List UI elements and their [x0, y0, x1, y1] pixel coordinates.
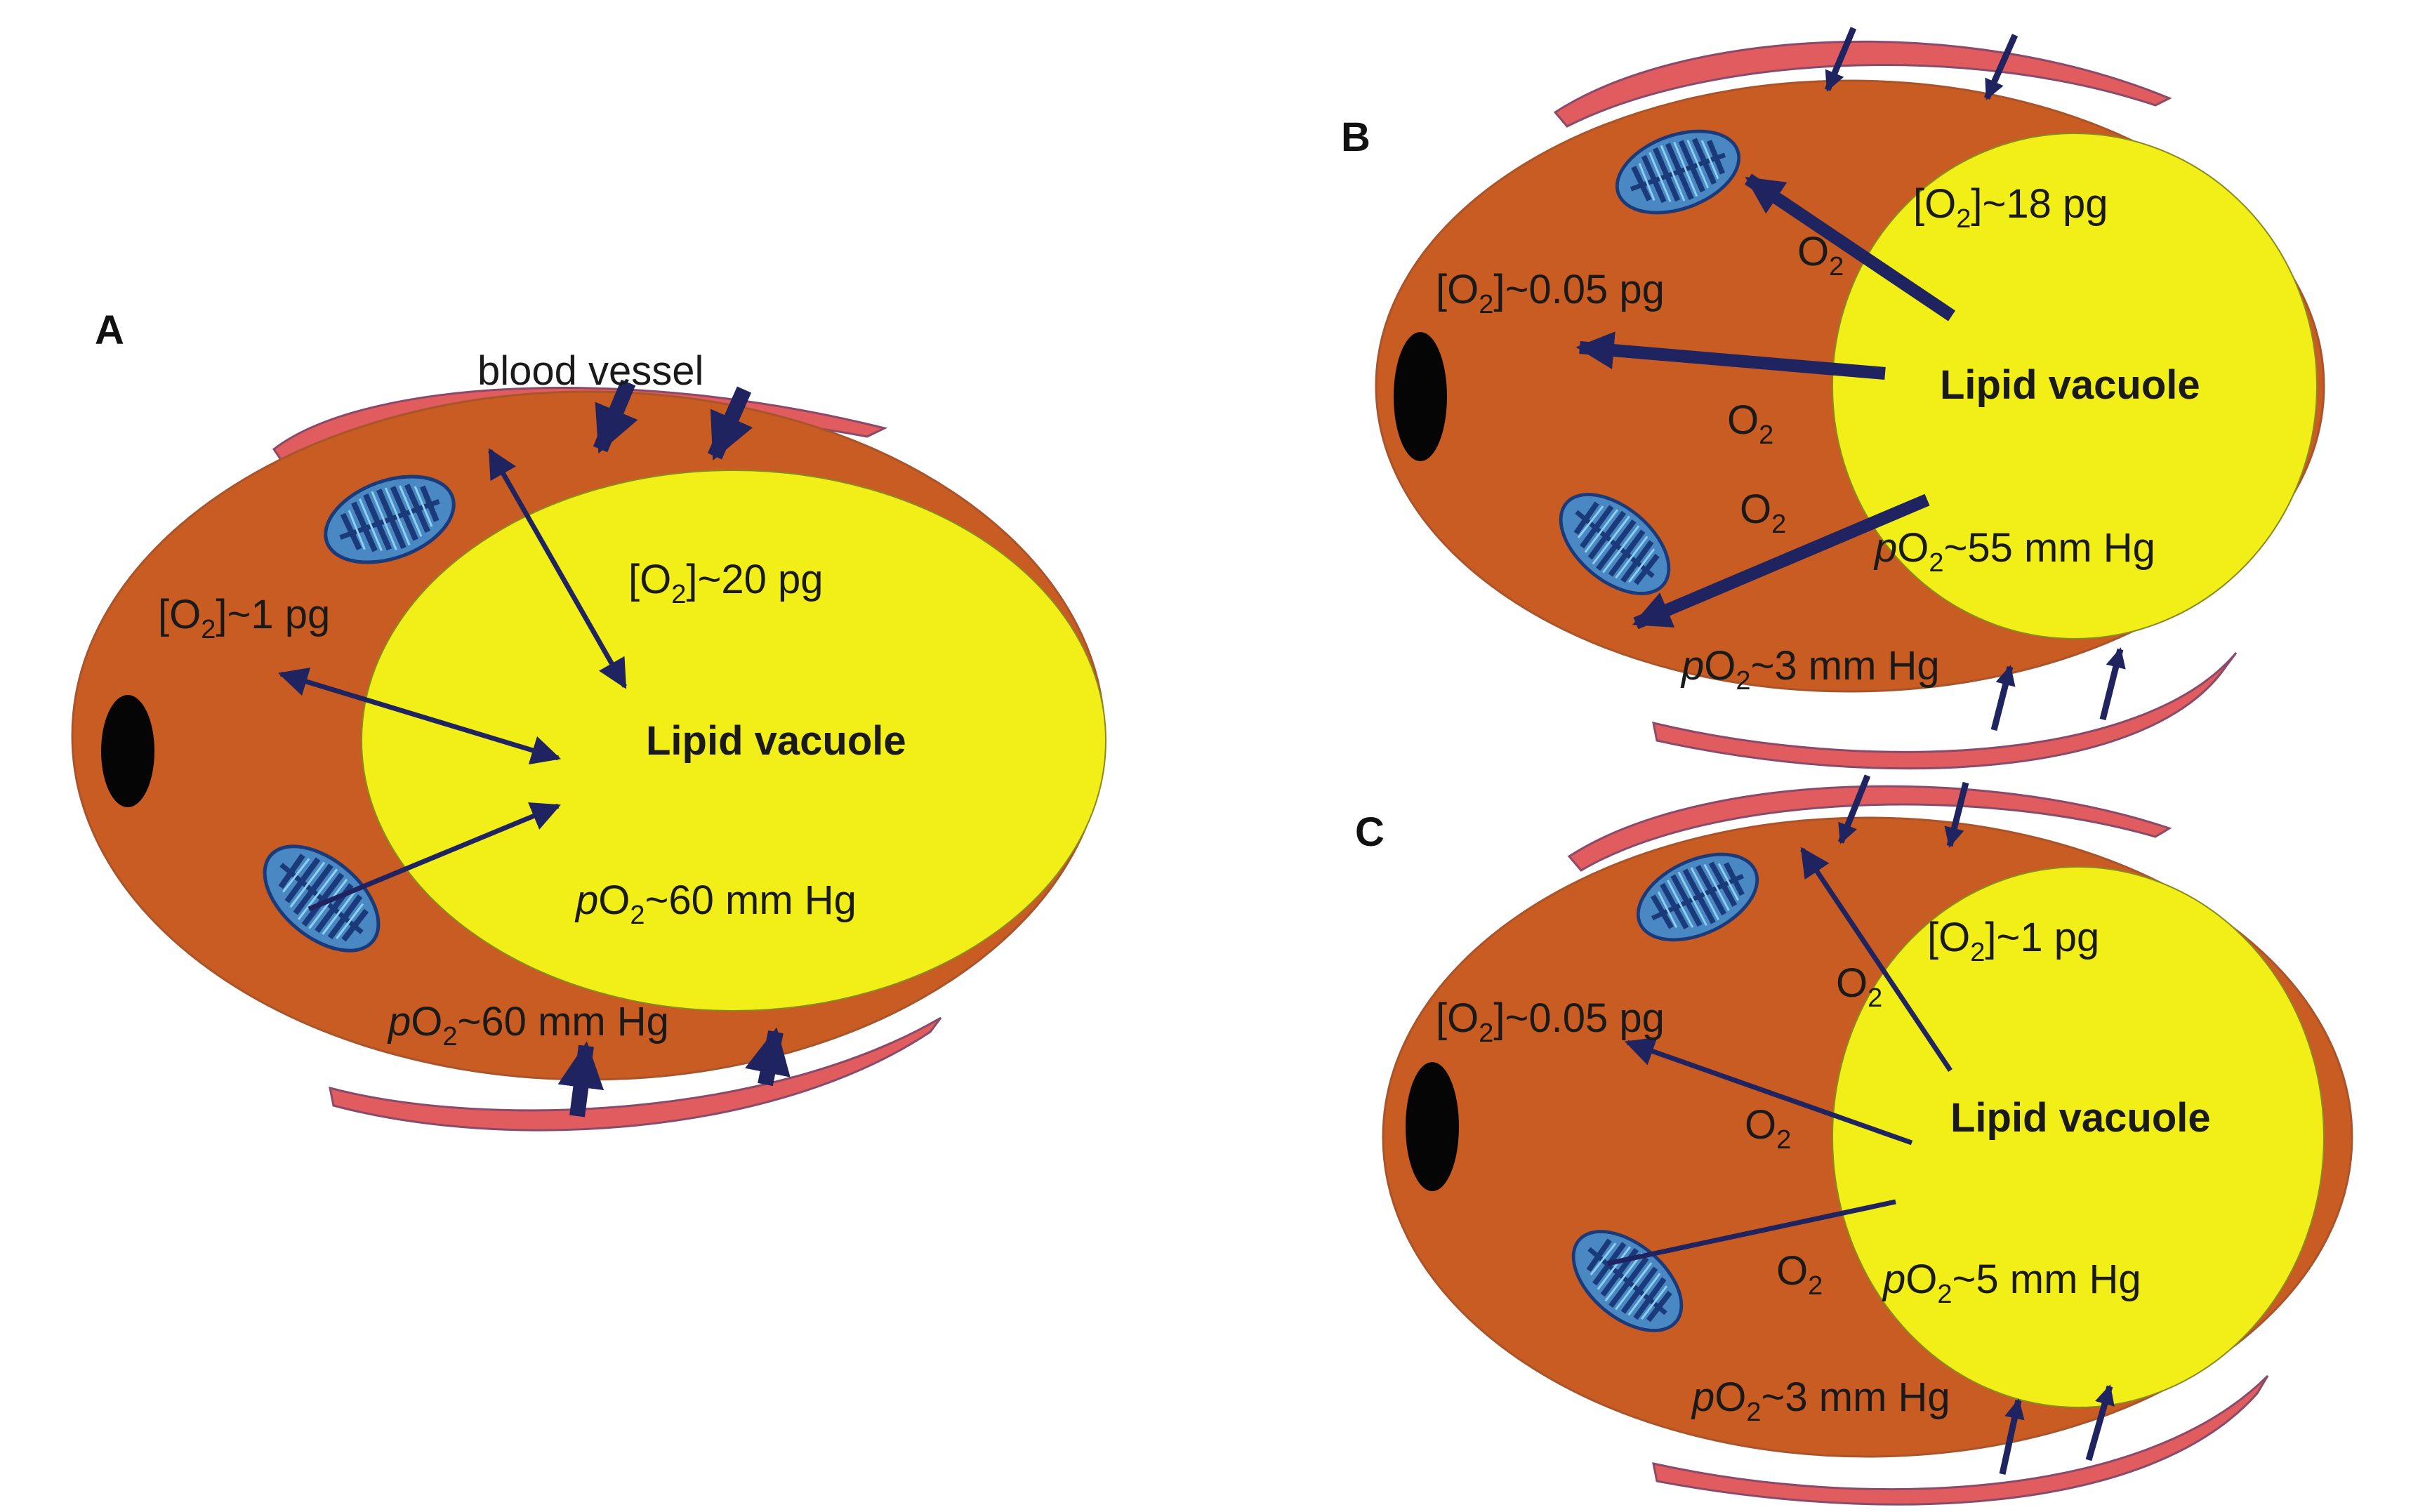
panel-c-letter: C: [1355, 809, 1385, 855]
arrow-b-vessel-up-1: [1990, 665, 2016, 731]
panel-b-letter: B: [1341, 114, 1370, 160]
arrow-a-vessel-in-1: [593, 379, 638, 454]
o2-label-c3: O2: [1776, 1248, 1823, 1301]
nucleus-b: [1394, 332, 1447, 461]
arrow-b-vessel-up-2: [2099, 647, 2126, 721]
cytoplasm-o2-concentration-b: [O2]~0.05 pg: [1436, 267, 1665, 319]
vacuole-po2-a: pO2~60 mm Hg: [574, 877, 857, 930]
vacuole-po2-c: pO2~5 mm Hg: [1882, 1256, 2141, 1309]
nucleus-a: [101, 695, 154, 807]
blood-vessel-bottom-c: [1652, 1374, 2269, 1506]
blood-vessel-bottom-b: [1652, 652, 2238, 770]
o2-label-b3: O2: [1740, 486, 1786, 539]
lipid-vacuole-label-a: Lipid vacuole: [646, 718, 906, 764]
arrow-c-vessel-up-2: [2085, 1384, 2115, 1461]
blood-vessel-top-c: [1567, 785, 2172, 872]
arrow-c-o2-to-nucleus: [1625, 1037, 1913, 1146]
vacuole-o2-concentration-b: [O2]~18 pg: [1913, 181, 2108, 234]
lipid-vacuole-b: [1832, 133, 2318, 639]
lipid-vacuole-c: [1832, 866, 2325, 1408]
arrow-b-o2-to-mito-1: [1744, 173, 1956, 321]
panel-b: B [O2]~18 pg [O2]~0.05 pg O2 Lipid vacuo…: [1341, 27, 2325, 770]
o2-label-b2: O2: [1727, 397, 1773, 450]
arrow-c-vessel-in-2: [1944, 781, 1969, 848]
o2-label-c2: O2: [1745, 1102, 1791, 1155]
arrow-a-vessel-up-1: [557, 1041, 604, 1118]
arrow-c-o2-to-mito-1: [1800, 847, 1952, 1072]
lipid-vacuole-label-b: Lipid vacuole: [1940, 362, 2200, 408]
blood-vessel-label: blood vessel: [477, 348, 703, 394]
cell-po2-b: pO2~3 mm Hg: [1680, 643, 1940, 696]
vacuole-o2-concentration-a: [O2]~20 pg: [628, 557, 824, 609]
arrow-c-vessel-up-1: [1999, 1398, 2025, 1475]
panel-a: A blood vessel [O2]~1 pg [O2]~20 pg Lipi…: [71, 307, 1106, 1132]
arrow-a-diffusion-top: [487, 448, 628, 689]
panel-c: C [O2]~1 pg [O2]~0.05 pg O2 Lipid vacuol…: [1355, 774, 2353, 1506]
arrow-b-o2-to-nucleus: [1575, 331, 1886, 380]
arrow-b-vessel-in-1: [1824, 27, 1857, 92]
vacuole-o2-concentration-c: [O2]~1 pg: [1927, 915, 2099, 967]
cytoplasm-o2-concentration-a: [O2]~1 pg: [158, 592, 330, 644]
arrow-a-vessel-up-2: [744, 1027, 791, 1087]
panel-a-letter: A: [95, 307, 124, 353]
arrow-c-o2-to-mito-2: [1607, 1199, 1896, 1266]
cytoplasm-o2-concentration-c: [O2]~0.05 pg: [1436, 995, 1665, 1048]
o2-label-c1: O2: [1836, 960, 1882, 1013]
arrow-b-vessel-in-2: [1983, 34, 2018, 100]
arrow-c-vessel-in-1: [1837, 774, 1871, 844]
cell-po2-a: pO2~60 mm Hg: [387, 999, 669, 1052]
o2-label-b1: O2: [1797, 229, 1844, 281]
nucleus-c: [1406, 1062, 1459, 1191]
lipid-vacuole-label-c: Lipid vacuole: [1950, 1095, 2211, 1141]
arrow-a-vessel-in-2: [707, 386, 753, 461]
cell-po2-c: pO2~3 mm Hg: [1691, 1374, 1950, 1427]
arrow-a-diffusion-mito: [308, 802, 561, 912]
blood-vessel-bottom: [329, 1016, 942, 1132]
vacuole-po2-b: pO2~55 mm Hg: [1873, 525, 2155, 578]
arrow-a-diffusion-left: [277, 667, 562, 765]
arrow-b-o2-to-mito-2: [1632, 493, 1930, 630]
blood-vessel-top-b: [1553, 40, 2172, 128]
